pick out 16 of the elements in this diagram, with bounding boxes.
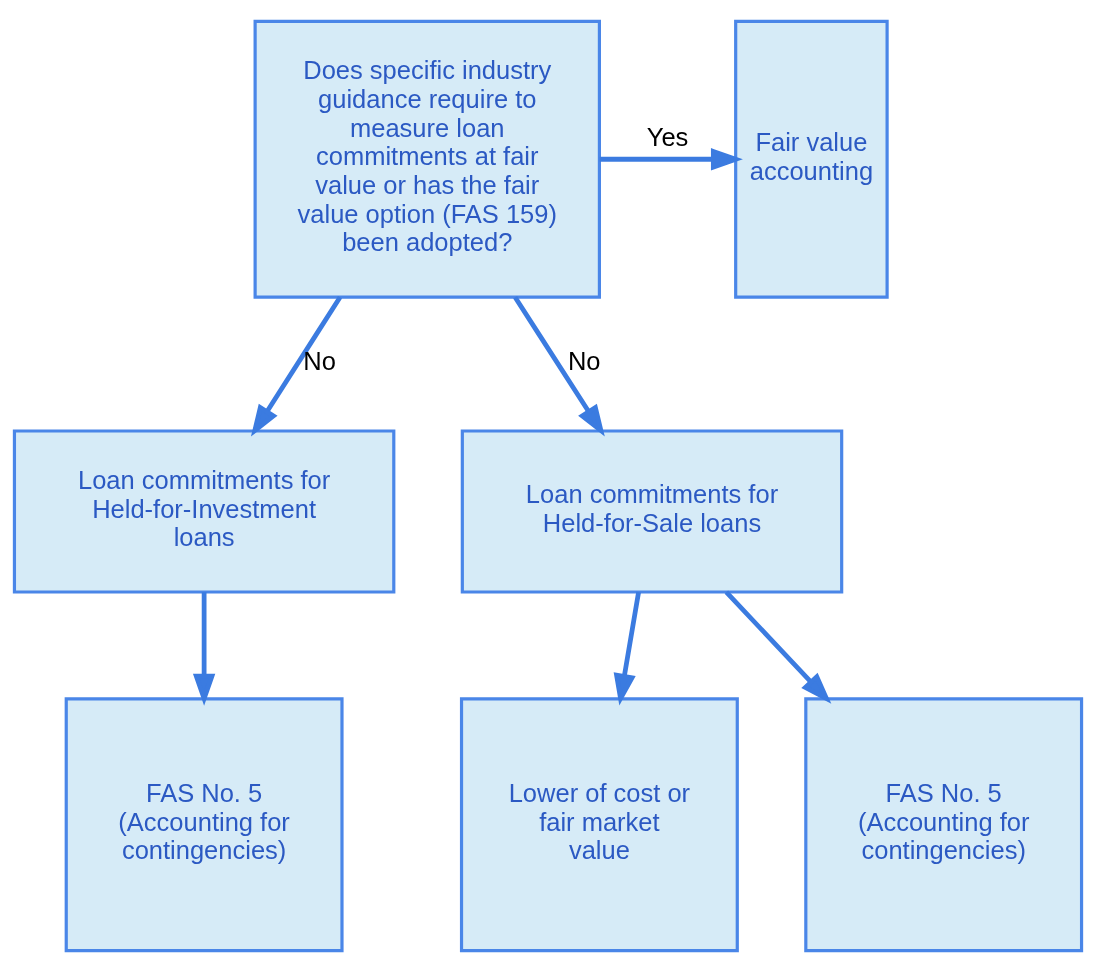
arrow bbox=[724, 590, 832, 704]
node-box: Loan commitments for Held-for-Investment loans bbox=[12, 429, 396, 594]
edge-label: No bbox=[303, 347, 336, 376]
arrow bbox=[513, 296, 605, 437]
node-box: FAS No. 5 (Accounting for contingencies) bbox=[64, 697, 344, 953]
node-box: Does specific industry guidance require to measure loan commitments at fair value or has the fair value option (FAS 159) been adopted? bbox=[253, 19, 601, 299]
arrow bbox=[599, 148, 743, 171]
edge-label: No bbox=[567, 347, 601, 376]
edge-label: Yes bbox=[646, 123, 689, 152]
node-box: Fair value accounting bbox=[734, 19, 889, 299]
node-box: Lower of cost or fair market value bbox=[459, 697, 739, 953]
node-box: FAS No. 5 (Accounting for contingencies) bbox=[804, 697, 1084, 953]
arrow bbox=[250, 296, 343, 437]
arrow bbox=[192, 592, 216, 706]
arrow bbox=[613, 591, 641, 706]
node-box: Loan commitments for Held-for-Sale loans bbox=[460, 429, 844, 594]
